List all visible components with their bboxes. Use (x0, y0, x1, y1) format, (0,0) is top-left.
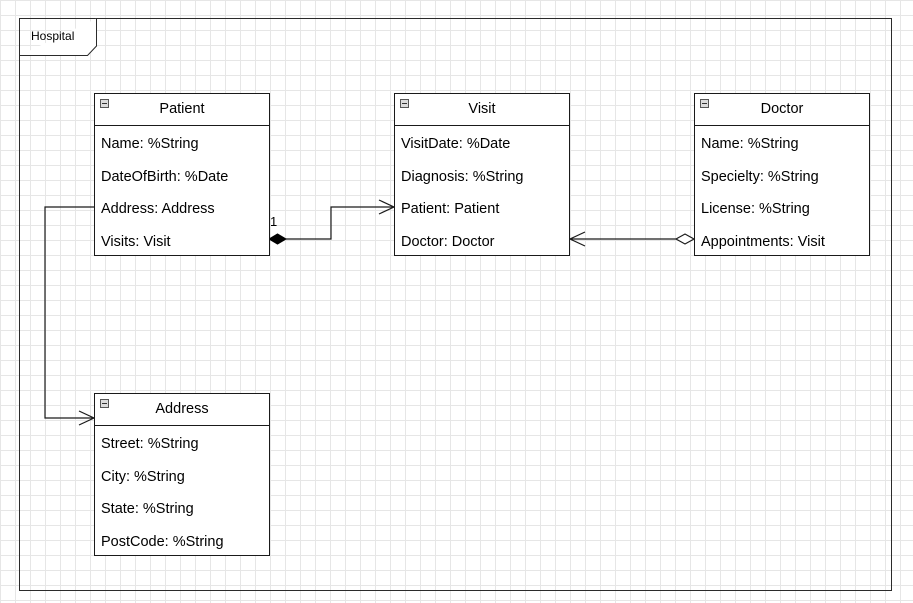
aggregation-diamond (674, 233, 696, 245)
class-address[interactable]: Address Street: %String City: %String St… (94, 393, 270, 556)
attribute[interactable]: Street: %String (101, 436, 199, 452)
visit-doctor-arrowhead (568, 231, 586, 247)
patient-address-line[interactable] (44, 206, 94, 419)
attribute[interactable]: Name: %String (701, 136, 799, 152)
class-doctor-header[interactable]: Doctor (695, 94, 869, 126)
class-patient[interactable]: Patient Name: %String DateOfBirth: %Date… (94, 93, 270, 256)
class-patient-title: Patient (159, 101, 205, 117)
attribute[interactable]: State: %String (101, 501, 194, 517)
collapse-icon[interactable] (100, 99, 109, 108)
class-doctor[interactable]: Doctor Name: %String Specielty: %String … (694, 93, 870, 256)
attribute[interactable]: Appointments: Visit (701, 233, 825, 250)
package-label: Hospital (31, 29, 75, 43)
attribute[interactable]: Address: Address (101, 201, 215, 217)
class-address-header[interactable]: Address (95, 394, 269, 426)
attribute[interactable]: Visits: Visit (101, 233, 171, 250)
collapse-icon[interactable] (100, 399, 109, 408)
class-visit-header[interactable]: Visit (395, 94, 569, 126)
class-visit-title: Visit (468, 101, 496, 117)
attribute[interactable]: License: %String (701, 201, 810, 217)
attribute[interactable]: Patient: Patient (401, 201, 500, 217)
attribute[interactable]: Doctor: Doctor (401, 233, 495, 250)
attribute[interactable]: Name: %String (101, 136, 199, 152)
composition-diamond (268, 233, 287, 245)
class-doctor-title: Doctor (760, 101, 804, 117)
class-visit[interactable]: Visit VisitDate: %Date Diagnosis: %Strin… (394, 93, 570, 256)
patient-visits-multiplicity: 1 (270, 214, 278, 229)
attribute[interactable]: DateOfBirth: %Date (101, 168, 229, 185)
package-frame[interactable] (19, 18, 892, 591)
attribute[interactable]: Diagnosis: %String (401, 168, 524, 185)
collapse-icon[interactable] (700, 99, 709, 108)
attribute[interactable]: City: %String (101, 468, 185, 485)
package-tab-outline (19, 18, 97, 56)
class-patient-header[interactable]: Patient (95, 94, 269, 126)
attribute[interactable]: Specielty: %String (701, 168, 819, 185)
class-address-title: Address (155, 401, 209, 417)
attribute[interactable]: VisitDate: %Date (401, 136, 511, 152)
patient-visit-composition-line[interactable] (286, 206, 394, 240)
attribute[interactable]: PostCode: %String (101, 533, 224, 550)
package-tab[interactable]: Hospital (19, 18, 97, 56)
collapse-icon[interactable] (400, 99, 409, 108)
